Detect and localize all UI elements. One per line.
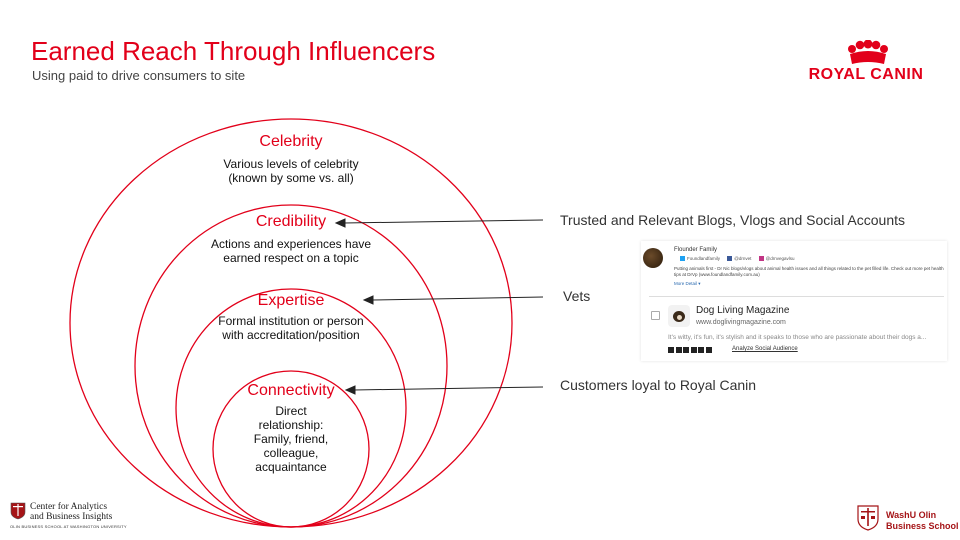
footer-left-line3: OLIN BUSINESS SCHOOL AT WASHINGTON UNIVE… — [10, 524, 127, 529]
annotation-customers: Customers loyal to Royal Canin — [560, 377, 757, 393]
ring-connectivity — [212, 370, 370, 528]
profile-avatar — [643, 248, 663, 268]
profile-socials: Foundlandfamily @drnvet @drnvegavlsu — [674, 256, 794, 262]
royal-canin-logo-text: ROYAL CANIN — [808, 66, 924, 83]
ring-label-credibility: Credibility — [255, 213, 327, 230]
card-divider — [649, 296, 944, 297]
footer-right-line1: WashU Olin — [886, 510, 937, 520]
facebook-icon — [683, 347, 689, 353]
annotation-vets: Vets — [563, 288, 591, 304]
arrow-expertise — [371, 296, 544, 301]
ring-desc-celebrity: Various levels of celebrity (known by so… — [223, 157, 359, 185]
pinterest-icon — [705, 347, 712, 353]
ring-desc-connectivity: Direct relationship: Family, friend, col… — [253, 404, 329, 474]
washu-shield-icon — [857, 505, 879, 531]
ring-desc-expertise: Formal institution or person with accred… — [218, 314, 364, 342]
twitter-icon — [680, 256, 685, 262]
select-checkbox[interactable] — [651, 311, 660, 320]
influencer-listing-screenshot: Flounder Family Foundlandfamily @drnvet … — [641, 241, 947, 361]
ring-label-connectivity: Connectivity — [247, 382, 335, 399]
slide-title: Earned Reach Through Influencers — [31, 36, 436, 66]
more-detail-link[interactable]: More Detail ▾ — [674, 281, 701, 286]
ring-label-celebrity: Celebrity — [259, 133, 323, 150]
profile-description: Putting animals first - Dr Nic blogs/vlo… — [674, 266, 944, 277]
listing-description: It's witty, it's fun, it's stylish and i… — [668, 334, 927, 341]
twitter-icon — [668, 347, 674, 353]
royal-canin-crown-icon — [848, 40, 888, 64]
annotation-blogs: Trusted and Relevant Blogs, Vlogs and So… — [560, 212, 906, 228]
listing-url[interactable]: www.doglivingmagazine.com — [696, 319, 786, 326]
footer-left-line1: Center for Analytics — [30, 502, 108, 512]
listing-social-icons — [668, 347, 713, 354]
analyze-social-audience-link[interactable]: Analyze Social Audience — [732, 346, 798, 352]
ring-label-expertise: Expertise — [257, 292, 325, 309]
arrow-credibility — [343, 219, 544, 224]
washu-shield-icon — [10, 502, 26, 520]
email-icon — [675, 347, 682, 353]
dog-living-avatar — [668, 305, 690, 327]
footer-right-line2: Business School — [886, 521, 959, 531]
arrow-connectivity — [353, 386, 544, 391]
linkedin-icon — [698, 347, 704, 353]
instagram-icon — [758, 256, 764, 262]
footer-left-line2: and Business Insights — [30, 512, 113, 522]
profile-name: Flounder Family — [674, 247, 718, 253]
instagram-icon — [690, 347, 697, 353]
slide-subtitle: Using paid to drive consumers to site — [32, 68, 246, 83]
ring-desc-credibility: Actions and experiences have earned resp… — [210, 237, 372, 265]
listing-name: Dog Living Magazine — [696, 305, 790, 316]
facebook-icon — [727, 256, 733, 262]
